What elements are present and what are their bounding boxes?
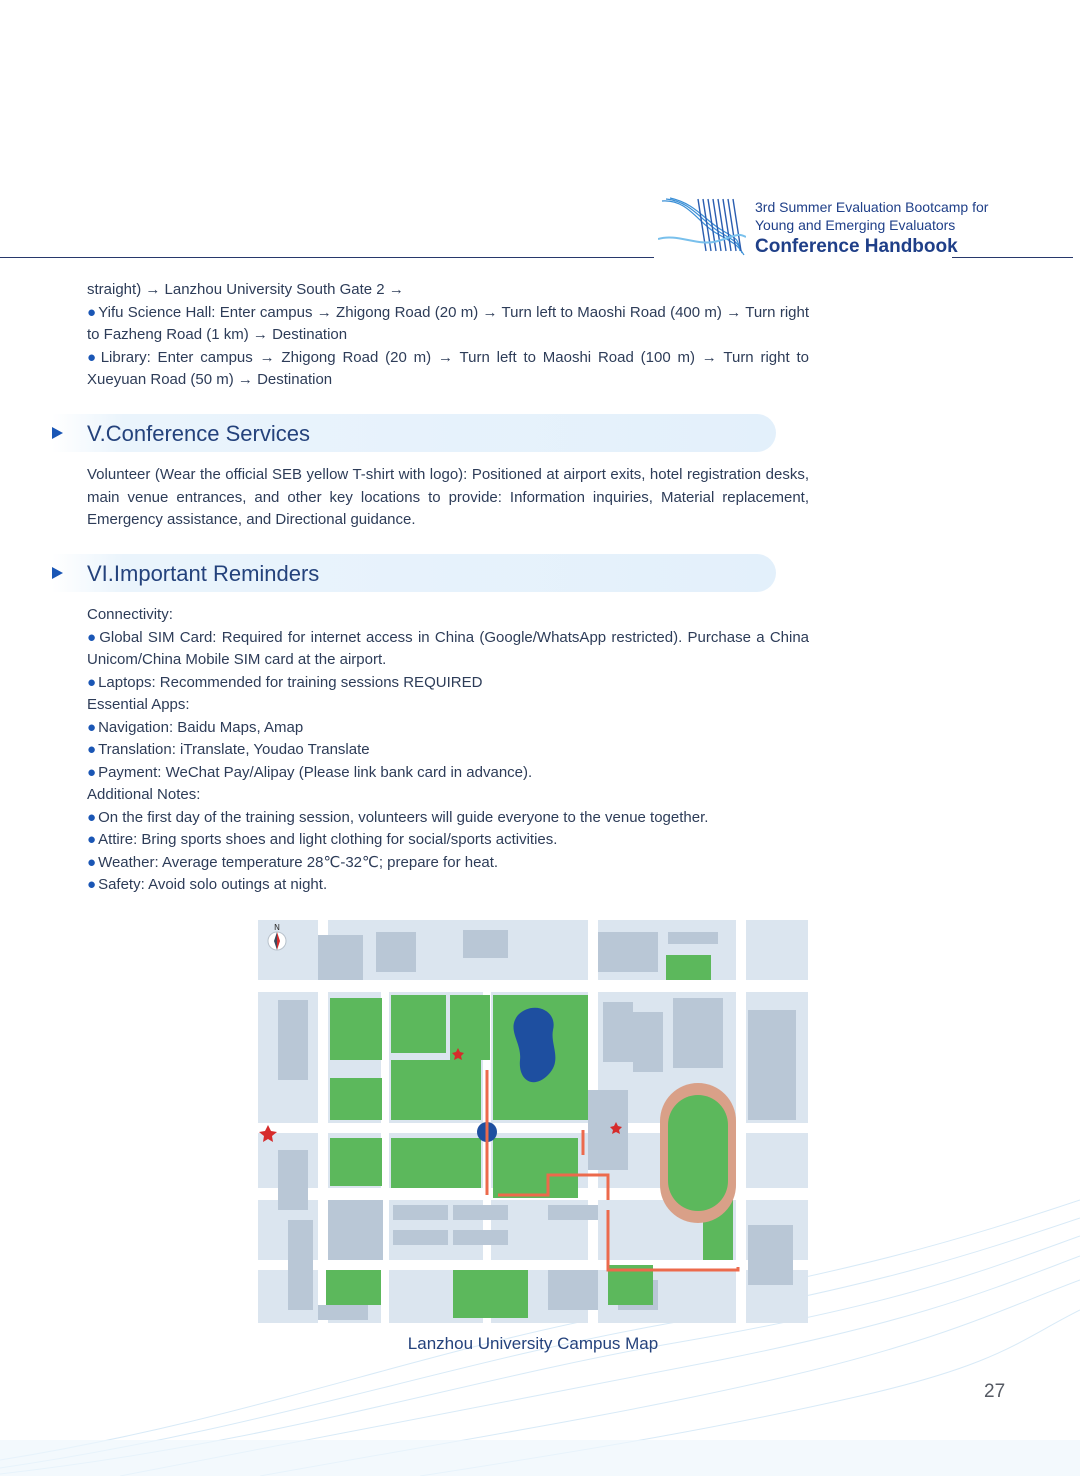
apps-label: Essential Apps: bbox=[87, 696, 190, 713]
compass-north-label: N bbox=[274, 923, 280, 932]
section-title: V.Conference Services bbox=[87, 421, 310, 446]
list-item: Payment: WeChat Pay/Alipay (Please link … bbox=[87, 762, 809, 785]
list-item: Laptops: Recommended for training sessio… bbox=[87, 672, 809, 695]
directions-yifu: Yifu Science Hall: Enter campus → Zhigon… bbox=[87, 302, 809, 347]
header-event-line1: 3rd Summer Evaluation Bootcamp for bbox=[755, 199, 989, 215]
campus-map: N bbox=[258, 920, 808, 1323]
list-item: On the first day of the training session… bbox=[87, 807, 809, 830]
section-header-conference-services: V.Conference Services bbox=[52, 414, 776, 452]
notes-label: Additional Notes: bbox=[87, 786, 201, 803]
map-caption: Lanzhou University Campus Map bbox=[407, 1334, 659, 1353]
header-rule-left bbox=[0, 257, 654, 258]
directions-block: straight) → Lanzhou University South Gat… bbox=[87, 279, 809, 392]
list-item: Translation: iTranslate, Youdao Translat… bbox=[87, 739, 809, 762]
list-item: Weather: Average temperature 28℃-32℃; pr… bbox=[87, 852, 809, 875]
list-item: Safety: Avoid solo outings at night. bbox=[87, 874, 809, 897]
list-item: Global SIM Card: Required for internet a… bbox=[87, 627, 809, 672]
header-title: Conference Handbook bbox=[755, 236, 958, 257]
directions-library: Library: Enter campus → Zhigong Road (20… bbox=[87, 347, 809, 392]
section-title: VI.Important Reminders bbox=[87, 561, 320, 586]
section-arrow-icon bbox=[52, 567, 63, 579]
page-number: 27 bbox=[984, 1381, 1006, 1402]
conference-services-body: Volunteer (Wear the official SEB yellow … bbox=[87, 464, 809, 532]
handbook-logo-icon bbox=[658, 197, 746, 256]
header-rule-right bbox=[952, 257, 1073, 258]
connectivity-label: Connectivity: bbox=[87, 606, 173, 623]
directions-line: straight) → Lanzhou University South Gat… bbox=[87, 281, 404, 298]
volunteer-paragraph: Volunteer (Wear the official SEB yellow … bbox=[87, 466, 809, 528]
header-event-line2: Young and Emerging Evaluators bbox=[755, 217, 956, 233]
list-item: Attire: Bring sports shoes and light clo… bbox=[87, 829, 809, 852]
section-arrow-icon bbox=[52, 427, 63, 439]
list-item: Navigation: Baidu Maps, Amap bbox=[87, 717, 809, 740]
reminders-list: Connectivity: Global SIM Card: Required … bbox=[87, 604, 809, 897]
section-header-important-reminders: VI.Important Reminders bbox=[52, 554, 776, 592]
